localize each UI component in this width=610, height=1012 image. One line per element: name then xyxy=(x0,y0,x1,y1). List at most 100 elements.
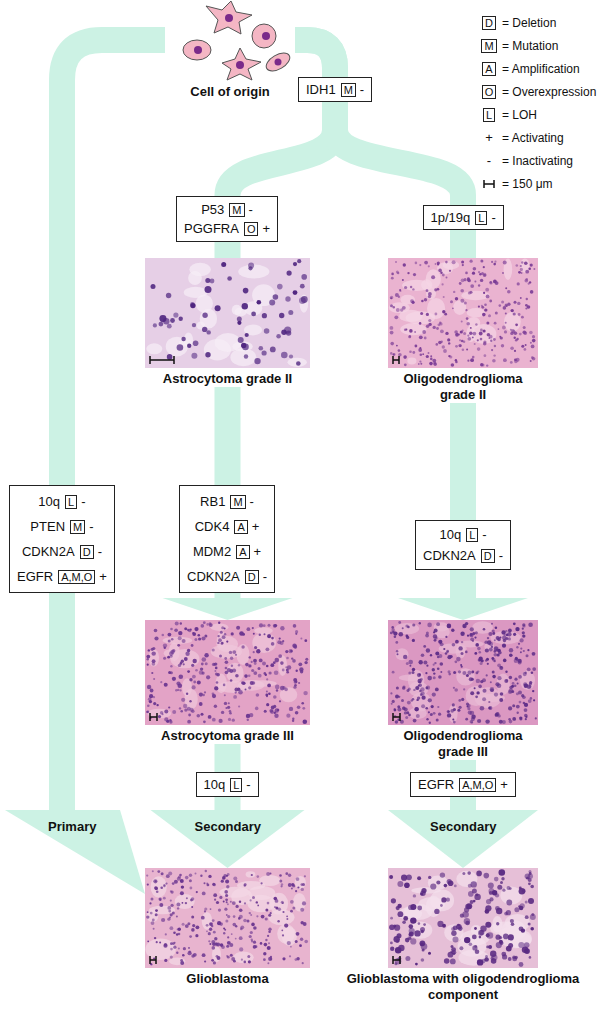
tissue-texture xyxy=(246,871,256,877)
cell-nucleus xyxy=(227,276,232,281)
cell-nucleus xyxy=(484,303,487,306)
cell-nucleus xyxy=(276,689,278,691)
cell-nucleus xyxy=(274,714,278,718)
legend-sample: A xyxy=(480,62,498,76)
cell-nucleus xyxy=(266,691,268,693)
image-area xyxy=(145,258,310,368)
cell-nucleus xyxy=(500,666,503,669)
cell-nucleus xyxy=(229,710,232,713)
cell-nucleus xyxy=(172,677,176,681)
cell-nucleus xyxy=(505,313,507,315)
cell-nucleus xyxy=(287,271,292,276)
cell-nucleus xyxy=(454,688,458,692)
cell-nucleus xyxy=(522,628,524,630)
cell-nucleus xyxy=(169,719,171,721)
cell-nucleus xyxy=(241,645,244,648)
cell-nucleus xyxy=(233,877,237,881)
cell-nucleus xyxy=(494,345,496,347)
cell-nucleus xyxy=(268,928,271,931)
cell-nucleus xyxy=(394,315,398,319)
cell-nucleus xyxy=(225,667,228,670)
cell-nucleus xyxy=(404,328,407,331)
cell-nucleus xyxy=(237,321,241,325)
cell-nucleus xyxy=(461,340,464,343)
cell-nucleus xyxy=(434,288,437,291)
cell-nucleus xyxy=(416,714,420,718)
cell-nucleus xyxy=(491,623,493,625)
cell-nucleus xyxy=(418,679,422,683)
cell-nucleus xyxy=(390,942,393,945)
cell-nucleus xyxy=(250,914,252,916)
cell-nucleus xyxy=(467,360,469,362)
cell-nucleus xyxy=(162,634,165,637)
alteration-row: PTENM- xyxy=(17,514,107,539)
cell-nucleus xyxy=(304,639,307,642)
alteration-row: CDKN2AD- xyxy=(187,564,267,589)
cell-nucleus xyxy=(221,945,225,949)
cell-nucleus xyxy=(188,951,192,955)
effect-sign: - xyxy=(98,544,102,559)
tissue-texture xyxy=(215,333,242,352)
cell-nucleus xyxy=(428,323,431,326)
cell-nucleus xyxy=(252,681,256,685)
cell-nucleus xyxy=(151,672,153,674)
cell-nucleus xyxy=(412,288,414,290)
cell-nucleus xyxy=(301,274,307,280)
cell-nucleus xyxy=(511,690,514,693)
tissue-texture xyxy=(472,621,493,633)
cell-nucleus xyxy=(208,715,212,719)
panel-caption: Astrocytoma grade III xyxy=(145,728,310,744)
cell-nucleus xyxy=(532,667,536,671)
cell-nucleus xyxy=(405,956,410,961)
tissue-texture xyxy=(396,648,409,660)
alteration-box: RB1M-CDK4A+MDM2A+CDKN2AD- xyxy=(179,485,275,593)
cell-nucleus xyxy=(502,954,507,959)
cell-nucleus xyxy=(193,681,196,684)
scale-bar-symbol xyxy=(482,179,496,189)
cell-nucleus xyxy=(404,363,407,366)
cell-nucleus xyxy=(300,637,302,639)
cell-nucleus xyxy=(168,910,171,913)
cell-nucleus xyxy=(391,628,394,631)
cell-nucleus xyxy=(482,363,485,366)
cell-nucleus xyxy=(530,360,532,362)
cell-nucleus xyxy=(208,875,211,878)
tissue-texture xyxy=(400,323,426,335)
cell-nucleus xyxy=(292,720,294,722)
cell-nucleus xyxy=(468,279,471,282)
cell-nucleus xyxy=(422,949,425,952)
cell-nucleus xyxy=(438,675,442,679)
cell-nucleus xyxy=(491,657,494,660)
cell-nucleus xyxy=(298,682,300,684)
cell-nucleus xyxy=(495,312,498,315)
cell-nucleus xyxy=(212,943,215,946)
tissue-texture xyxy=(467,308,486,317)
scale-bar xyxy=(393,713,400,721)
cell-nucleus xyxy=(177,877,181,881)
cell-nucleus xyxy=(421,930,424,933)
alteration-box: 10qL-PTENM-CDKN2AD-EGFRA,M,O+ xyxy=(9,485,115,593)
cell-nucleus xyxy=(532,652,536,656)
cell-nucleus xyxy=(254,662,257,665)
cell-nucleus xyxy=(426,313,429,316)
alteration-row: EGFRA,M,O+ xyxy=(418,776,508,793)
cell-nucleus xyxy=(493,354,495,356)
cell-nucleus xyxy=(163,884,165,886)
cell-nucleus xyxy=(179,707,181,709)
cell-nucleus xyxy=(453,936,459,942)
cell-nucleus xyxy=(183,663,185,665)
cell-nucleus xyxy=(425,672,427,674)
cell-nucleus xyxy=(177,928,179,930)
cell-nucleus xyxy=(161,872,164,875)
cell-nucleus xyxy=(180,689,182,691)
alteration-code: A,M,O xyxy=(58,570,95,584)
cell-nucleus xyxy=(227,706,230,709)
cell-nucleus xyxy=(412,623,415,626)
cell-nucleus xyxy=(221,642,224,645)
cell-nucleus xyxy=(205,352,210,357)
cell-nucleus xyxy=(168,640,171,643)
cell-nucleus xyxy=(199,693,203,697)
cell-nucleus xyxy=(509,686,513,690)
tissue-texture xyxy=(248,680,277,686)
cell-nucleus xyxy=(206,883,208,885)
